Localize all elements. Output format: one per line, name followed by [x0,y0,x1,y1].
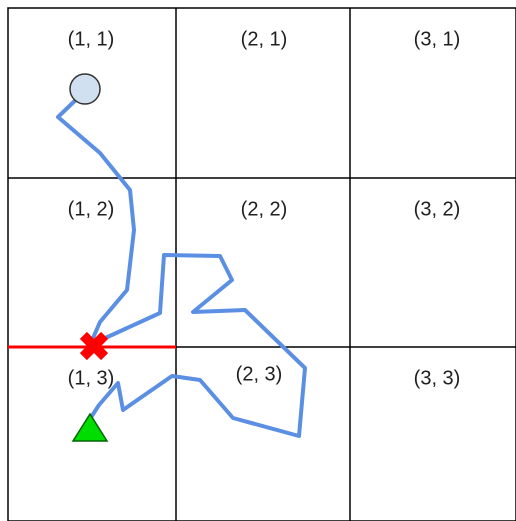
grid-border [7,7,516,521]
cell-label-3-2: (3, 2) [414,198,461,220]
start-circle-marker [69,73,101,105]
end-triangle-marker [71,412,109,442]
cell-label-3-3: (3, 3) [414,367,461,389]
x-mark-marker [79,331,109,361]
cell-label-1-1: (1, 1) [68,28,115,50]
cell-labels: (1, 1) (2, 1) (3, 1) (1, 2) (2, 2) (3, 2… [68,28,461,389]
path-line [56,91,307,438]
cell-label-2-1: (2, 1) [241,28,288,50]
cell-label-1-2: (1, 2) [68,198,115,220]
cell-label-2-2: (2, 2) [241,198,288,220]
cell-label-2-3: (2, 3) [236,363,283,385]
cell-label-3-1: (3, 1) [414,28,461,50]
cell-label-1-3: (1, 3) [68,367,115,389]
